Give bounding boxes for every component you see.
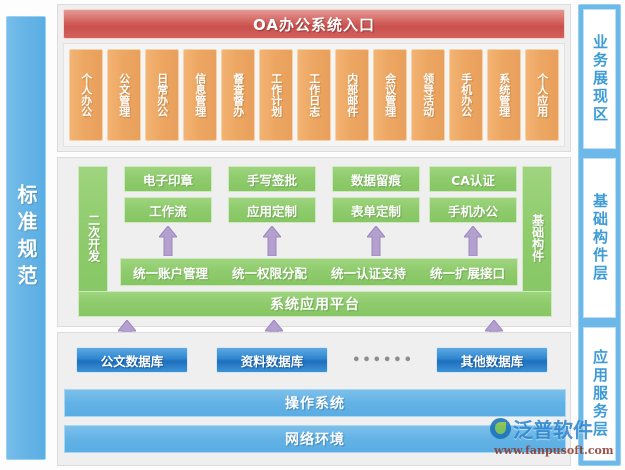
right-rail-layers: 业务展现区 基础构件层 应用服务层 (578, 4, 621, 466)
oa-entry-banner[interactable]: OA办公系统入口 (63, 9, 565, 39)
unified-services-bar: 统一账户管理 统一权限分配 统一认证支持 统一扩展接口 (120, 258, 518, 286)
secondary-development-label: 二次开发 (86, 213, 101, 262)
module-box-2[interactable]: 日常办公 (145, 49, 179, 141)
component-card-label: 工作流 (149, 203, 187, 219)
operating-system-bar[interactable]: 操作系统 (64, 389, 566, 417)
module-label: 手机办公 (459, 73, 473, 117)
presentation-layer-panel: OA办公系统入口 个人办公 公文管理 日常办公 信息管理 督查督办 工作计划 工… (57, 4, 571, 152)
module-box-9[interactable]: 领导活动 (411, 49, 445, 141)
system-application-platform-label: 系统应用平台 (270, 297, 360, 313)
operating-system-label: 操作系统 (285, 396, 345, 412)
database-box-materials[interactable]: 资料数据库 (216, 347, 328, 373)
component-card-eseal[interactable]: 电子印章 (124, 166, 212, 192)
component-card-workflow[interactable]: 工作流 (124, 197, 212, 223)
unified-service-extension[interactable]: 统一扩展接口 (429, 265, 505, 281)
module-label: 日常办公 (155, 73, 169, 117)
database-label: 其他数据库 (460, 353, 524, 369)
right-rail-segment-presentation: 业务展现区 (583, 9, 616, 149)
right-rail-label: 业务展现区 (591, 34, 609, 124)
unified-service-auth[interactable]: 统一认证支持 (330, 265, 406, 281)
module-label: 信息管理 (193, 73, 207, 117)
secondary-development-pillar[interactable]: 二次开发 (78, 166, 108, 309)
module-strip: 个人办公 公文管理 日常办公 信息管理 督查督办 工作计划 工作日志 内部邮件 … (63, 43, 565, 147)
component-card-label: 数据留痕 (350, 172, 401, 188)
up-arrow-icon-1 (159, 226, 177, 256)
up-arrow-icon-3 (367, 226, 385, 256)
database-label: 资料数据库 (240, 353, 304, 369)
oa-entry-banner-label: OA办公系统入口 (253, 15, 375, 34)
module-label: 工作计划 (269, 73, 283, 117)
module-box-10[interactable]: 手机办公 (449, 49, 483, 141)
module-label: 公文管理 (117, 73, 131, 117)
component-card-appcustom[interactable]: 应用定制 (228, 197, 316, 223)
module-box-5[interactable]: 工作计划 (259, 49, 293, 141)
component-card-datatrace[interactable]: 数据留痕 (332, 166, 420, 192)
application-service-layer-panel: 公文数据库 资料数据库 •••••• 其他数据库 操作系统 网络环境 (57, 332, 571, 466)
module-box-6[interactable]: 工作日志 (297, 49, 331, 141)
base-components-pillar[interactable]: 基础构件 (522, 166, 552, 309)
component-card-label: 表单定制 (350, 203, 401, 219)
module-label: 领导活动 (421, 73, 435, 117)
module-box-11[interactable]: 系统管理 (487, 49, 521, 141)
component-layer-panel: 二次开发 基础构件 电子印章 手写签批 数据留痕 CA认证 工作流 应用定制 表… (57, 157, 571, 327)
module-box-7[interactable]: 内部邮件 (335, 49, 369, 141)
module-label: 内部邮件 (345, 73, 359, 117)
module-box-12[interactable]: 个人应用 (525, 49, 559, 141)
module-label: 会议管理 (383, 73, 397, 117)
left-rail-label: 标准规范 (14, 184, 38, 292)
right-rail-label: 应用服务层 (591, 349, 609, 439)
module-box-4[interactable]: 督查督办 (221, 49, 255, 141)
module-label: 督查督办 (231, 73, 245, 117)
network-environment-bar[interactable]: 网络环境 (64, 425, 566, 453)
component-card-label: 应用定制 (246, 203, 297, 219)
up-arrow-icon-2 (263, 226, 281, 256)
component-card-label: 手写签批 (246, 172, 297, 188)
up-arrow-icon-4 (464, 226, 482, 256)
module-box-3[interactable]: 信息管理 (183, 49, 217, 141)
component-card-mobileoffice[interactable]: 手机办公 (429, 197, 517, 223)
component-card-ca[interactable]: CA认证 (429, 166, 517, 192)
database-box-official-doc[interactable]: 公文数据库 (76, 347, 188, 373)
module-label: 个人应用 (535, 73, 549, 117)
right-rail-label: 基础构件层 (591, 193, 609, 283)
unified-service-privilege[interactable]: 统一权限分配 (231, 265, 307, 281)
module-label: 系统管理 (497, 73, 511, 117)
system-application-platform-bar[interactable]: 系统应用平台 (78, 291, 552, 317)
database-label: 公文数据库 (100, 353, 164, 369)
component-card-label: 电子印章 (142, 172, 193, 188)
module-label: 个人办公 (79, 73, 93, 117)
right-rail-segment-appservice: 应用服务层 (583, 327, 616, 461)
component-card-label: CA认证 (451, 172, 495, 188)
left-rail-standards: 标准规范 (6, 16, 46, 460)
module-box-8[interactable]: 会议管理 (373, 49, 407, 141)
component-card-handwriting[interactable]: 手写签批 (228, 166, 316, 192)
database-box-other[interactable]: 其他数据库 (436, 347, 548, 373)
database-ellipsis: •••••• (352, 353, 414, 368)
module-box-0[interactable]: 个人办公 (69, 49, 103, 141)
unified-service-account[interactable]: 统一账户管理 (132, 265, 208, 281)
component-card-formcustom[interactable]: 表单定制 (332, 197, 420, 223)
right-rail-segment-components: 基础构件层 (583, 158, 616, 318)
base-components-label: 基础构件 (530, 213, 545, 262)
module-label: 工作日志 (307, 73, 321, 117)
network-environment-label: 网络环境 (285, 432, 345, 448)
component-card-label: 手机办公 (447, 203, 498, 219)
module-box-1[interactable]: 公文管理 (107, 49, 141, 141)
